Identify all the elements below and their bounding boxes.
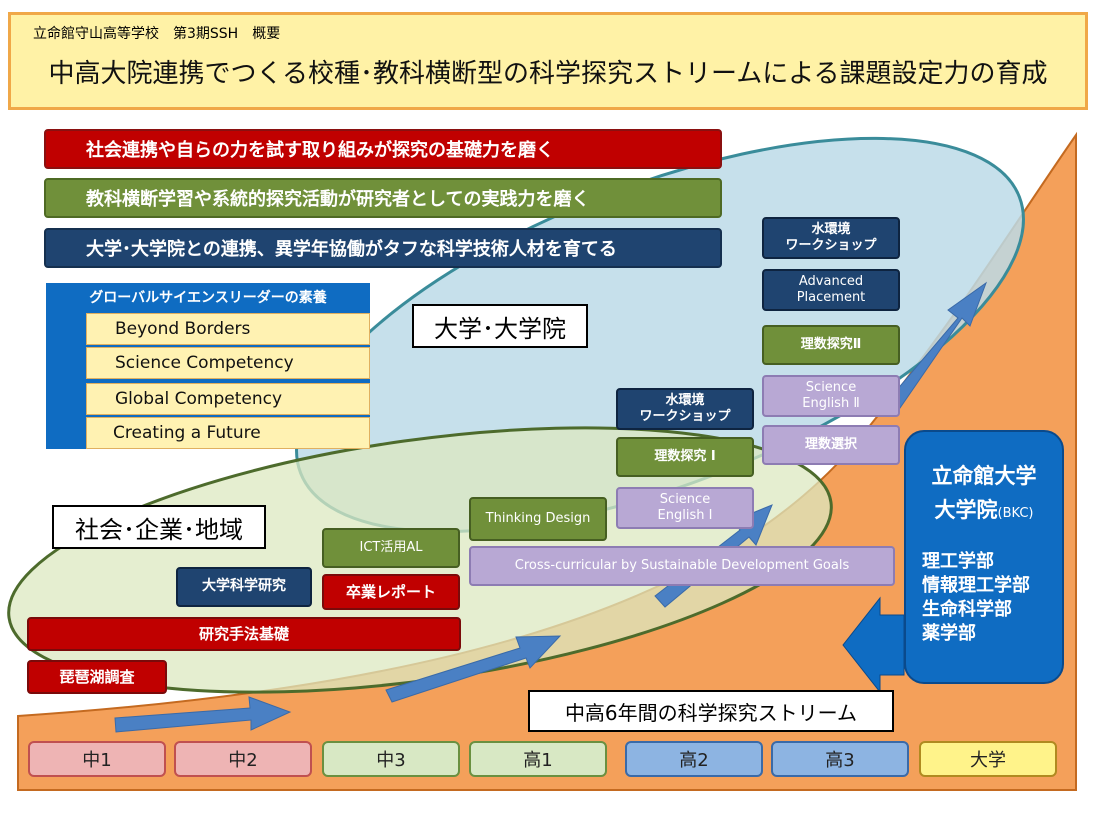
program-rs1: 理数探究 Ⅰ	[616, 437, 754, 477]
stream-arrow-4	[889, 281, 988, 409]
competency-item: Beyond Borders	[86, 313, 370, 345]
stream-label: 中高6年間の科学探究ストリーム	[528, 690, 894, 732]
global-leader-title: グローバルサイエンスリーダーの素養	[89, 290, 327, 306]
grade-j1: 中1	[28, 741, 166, 777]
goal-bar-foundation: 社会連携や自らの力を試す取り組みが探究の基礎力を磨く	[44, 129, 722, 169]
program-thinking-design: Thinking Design	[469, 497, 607, 541]
program-advanced-placement: Advanced Placement	[762, 269, 900, 311]
program-water-workshop-1: 水環境 ワークショップ	[616, 388, 754, 430]
competency-item: Creating a Future	[86, 417, 370, 449]
university-grad-line: 大学院(BKC)	[906, 494, 1062, 524]
header-subtitle: 立命館守山高等学校 第3期SSH 概要	[33, 26, 281, 42]
program-ict: ICT活用AL	[322, 528, 460, 568]
program-water-workshop-2-line1: 水環境	[811, 221, 851, 237]
header-banner: 立命館守山高等学校 第3期SSH 概要 中高大院連携でつくる校種･教科横断型の科…	[8, 12, 1088, 110]
program-advanced-placement-line2: Placement	[796, 290, 866, 305]
university-name: 立命館大学	[931, 464, 1037, 488]
program-science-english-1: Science English Ⅰ	[616, 487, 754, 529]
faculty-list: 理工学部 情報理工学部 生命科学部 薬学部	[922, 550, 1030, 646]
program-science-english-2-line2: English Ⅱ	[802, 396, 860, 411]
program-rs2: 理数探究Ⅱ	[762, 325, 900, 365]
program-science-english-2: Science English Ⅱ	[762, 375, 900, 417]
goal-bar-talent: 大学･大学院との連携、異学年協働がタフな科学技術人材を育てる	[44, 228, 722, 268]
grade-j2: 中2	[174, 741, 312, 777]
goal-bar-practice: 教科横断学習や系統的探究活動が研究者としての実践力を磨く	[44, 178, 722, 218]
grade-j3: 中3	[322, 741, 460, 777]
university-arrow	[842, 596, 905, 694]
program-research-basics: 研究手法基礎	[27, 617, 461, 651]
ritsumeikan-university-box: 立命館大学 大学院(BKC) 理工学部 情報理工学部 生命科学部 薬学部	[904, 430, 1064, 684]
program-graduation-report: 卒業レポート	[322, 574, 460, 610]
program-science-english-1-line1: Science	[659, 491, 711, 507]
program-water-workshop-1-line1: 水環境	[665, 392, 705, 408]
program-water-workshop-1-line2: ワークショップ	[639, 409, 731, 424]
program-biwako: 琵琶湖調査	[27, 660, 167, 694]
program-science-english-2-line1: Science	[805, 379, 857, 395]
competency-item: Science Competency	[86, 347, 370, 379]
society-area-label: 社会･企業･地域	[52, 505, 266, 549]
grade-h2: 高2	[625, 741, 763, 777]
program-water-workshop-2: 水環境 ワークショップ	[762, 217, 900, 259]
program-rs-select: 理数選択	[762, 425, 900, 465]
program-univ-research: 大学科学研究	[176, 567, 312, 607]
faculty-item: 薬学部	[922, 623, 976, 644]
program-sdgs: Cross-curricular by Sustainable Developm…	[469, 546, 895, 586]
faculty-item: 情報理工学部	[922, 575, 1030, 596]
university-campus: (BKC)	[997, 506, 1034, 521]
stream-arrow-1	[114, 696, 292, 733]
faculty-item: 理工学部	[922, 551, 994, 572]
program-water-workshop-2-line2: ワークショップ	[785, 238, 877, 253]
global-leader-box: グローバルサイエンスリーダーの素養 Beyond Borders Science…	[46, 283, 370, 449]
program-advanced-placement-line1: Advanced	[798, 273, 864, 289]
university-grad: 大学院	[934, 498, 998, 522]
grade-university: 大学	[919, 741, 1057, 777]
program-science-english-1-line2: English Ⅰ	[657, 508, 713, 523]
competency-item: Global Competency	[86, 383, 370, 415]
header-title: 中高大院連携でつくる校種･教科横断型の科学探究ストリームによる課題設定力の育成	[48, 59, 1048, 89]
university-area-label: 大学･大学院	[412, 304, 588, 348]
grade-h1: 高1	[469, 741, 607, 777]
grade-h3: 高3	[771, 741, 909, 777]
faculty-item: 生命科学部	[922, 599, 1012, 620]
stream-arrow-2	[385, 635, 562, 703]
